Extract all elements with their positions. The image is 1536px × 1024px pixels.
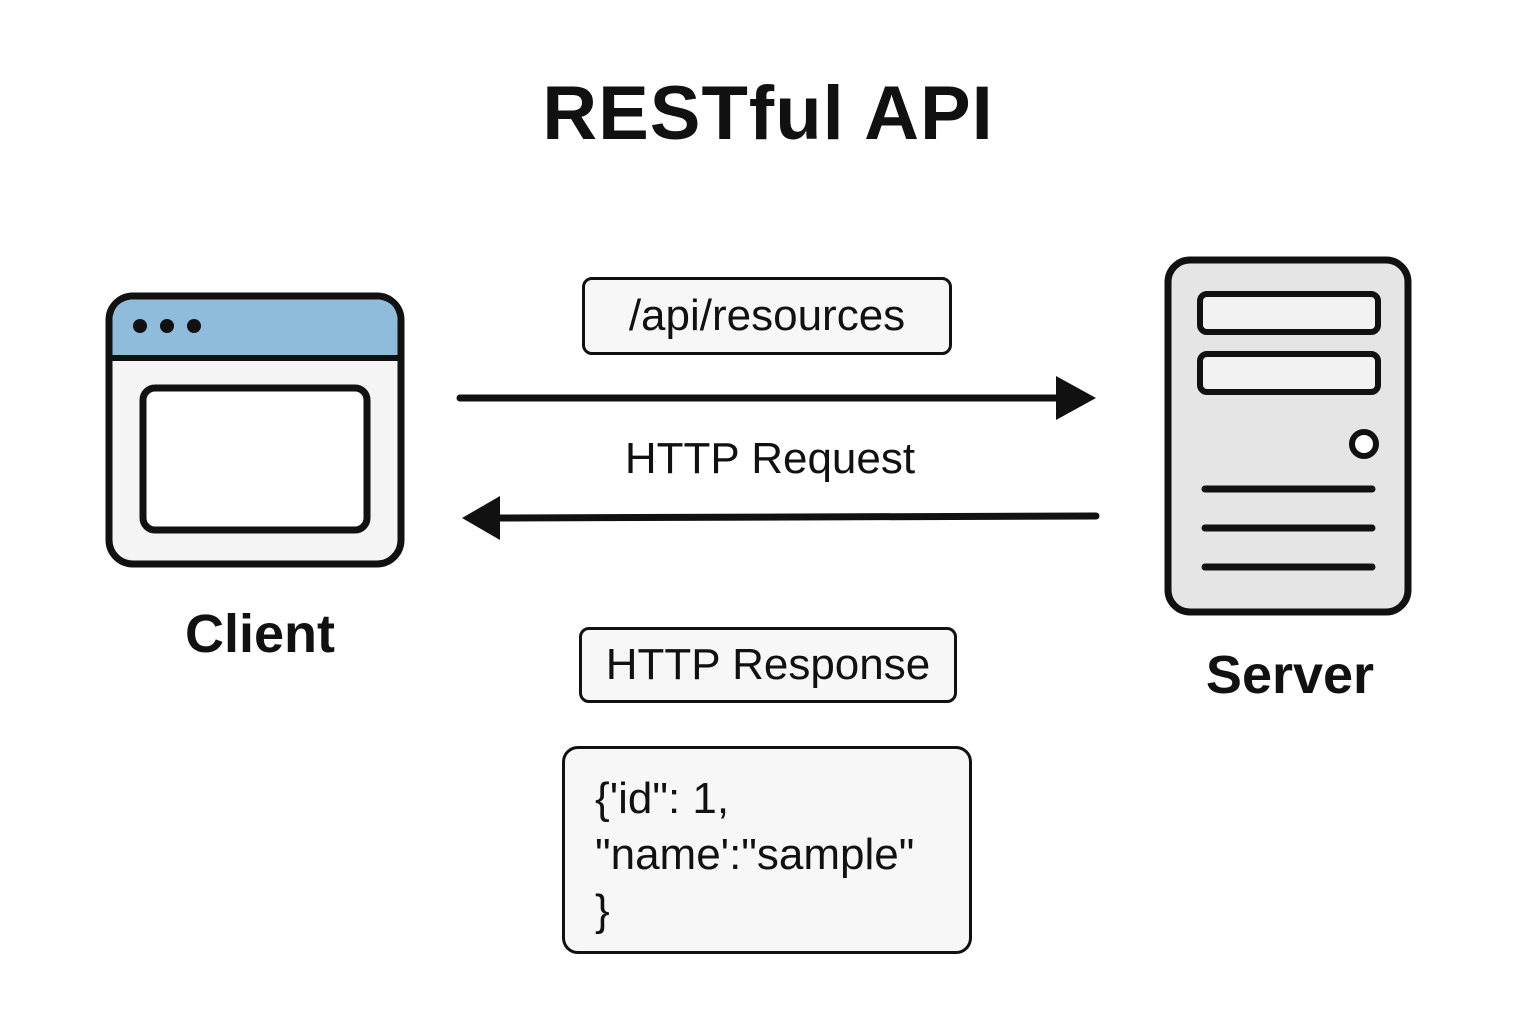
window-dot-icon (187, 319, 201, 333)
drive-bay (1197, 351, 1381, 395)
json-line: "name':"sample" (595, 830, 915, 879)
diagram-title: RESTful API (542, 71, 994, 156)
browser-titlebar (112, 299, 398, 358)
window-dot-icon (133, 319, 147, 333)
server-label: Server (1205, 645, 1375, 705)
http-request-label: HTTP Request (624, 434, 916, 483)
json-line: {'id": 1, (595, 774, 730, 823)
http-response-label: HTTP Response (605, 640, 931, 689)
endpoint-box: /api/resources (582, 277, 952, 355)
window-dot-icon (160, 319, 174, 333)
server-tower-icon (1164, 256, 1412, 616)
json-body-box: {'id": 1, "name':"sample" } (562, 746, 972, 954)
request-arrow (456, 376, 1096, 420)
drive-bay (1197, 291, 1381, 335)
json-line: } (595, 886, 610, 935)
endpoint-path: /api/resources (628, 291, 906, 340)
browser-window-icon (105, 292, 405, 568)
power-button-icon (1349, 429, 1379, 459)
client-label: Client (184, 604, 335, 664)
http-response-box: HTTP Response (579, 627, 957, 703)
response-arrow (462, 496, 1100, 540)
browser-content-panel (139, 384, 371, 534)
